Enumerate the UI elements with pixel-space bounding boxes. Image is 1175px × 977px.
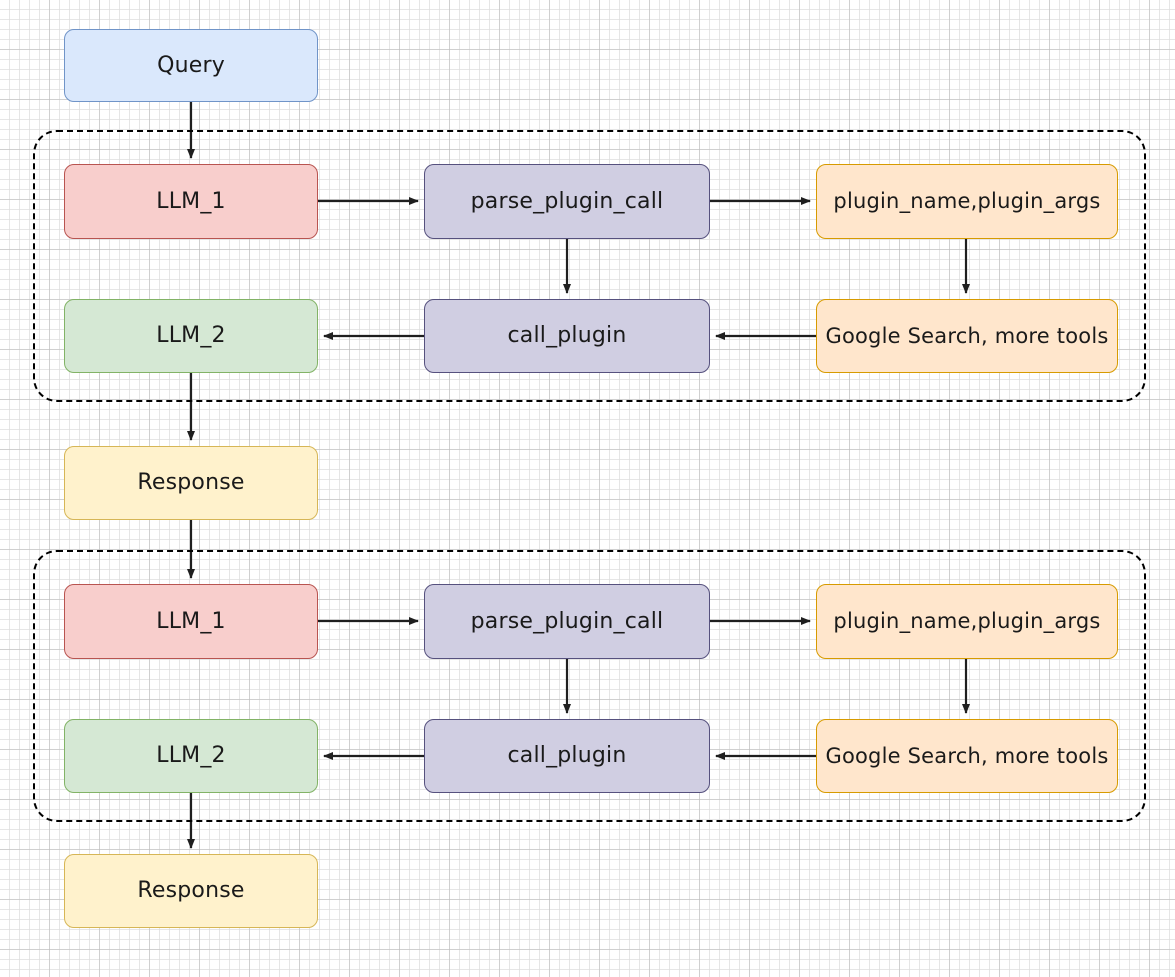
node-llm2-iteration-1[interactable]: LLM_2 <box>64 299 318 373</box>
plugin-loop-group-1 <box>33 130 1146 402</box>
node-response-iteration-1[interactable]: Response <box>64 446 318 520</box>
node-call-plugin-iteration-1[interactable]: call_plugin <box>424 299 710 373</box>
node-tools-iteration-2[interactable]: Google Search, more tools <box>816 719 1118 793</box>
node-parse-plugin-call-iteration-2[interactable]: parse_plugin_call <box>424 584 710 659</box>
node-llm1-iteration-1[interactable]: LLM_1 <box>64 164 318 239</box>
plugin-loop-group-2 <box>33 550 1146 822</box>
node-llm1-iteration-2[interactable]: LLM_1 <box>64 584 318 659</box>
node-call-plugin-iteration-2[interactable]: call_plugin <box>424 719 710 793</box>
node-llm2-iteration-2[interactable]: LLM_2 <box>64 719 318 793</box>
node-parse-plugin-call-iteration-1[interactable]: parse_plugin_call <box>424 164 710 239</box>
node-response-iteration-2[interactable]: Response <box>64 854 318 928</box>
node-query[interactable]: Query <box>64 29 318 102</box>
node-plugin-args-iteration-1[interactable]: plugin_name,plugin_args <box>816 164 1118 239</box>
node-plugin-args-iteration-2[interactable]: plugin_name,plugin_args <box>816 584 1118 659</box>
node-tools-iteration-1[interactable]: Google Search, more tools <box>816 299 1118 373</box>
